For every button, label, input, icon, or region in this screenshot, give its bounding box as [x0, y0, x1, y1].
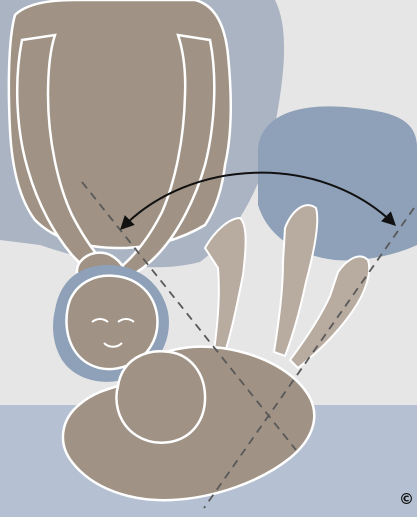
copyright-mark: © — [399, 492, 414, 507]
patient-lower-head — [117, 351, 206, 442]
